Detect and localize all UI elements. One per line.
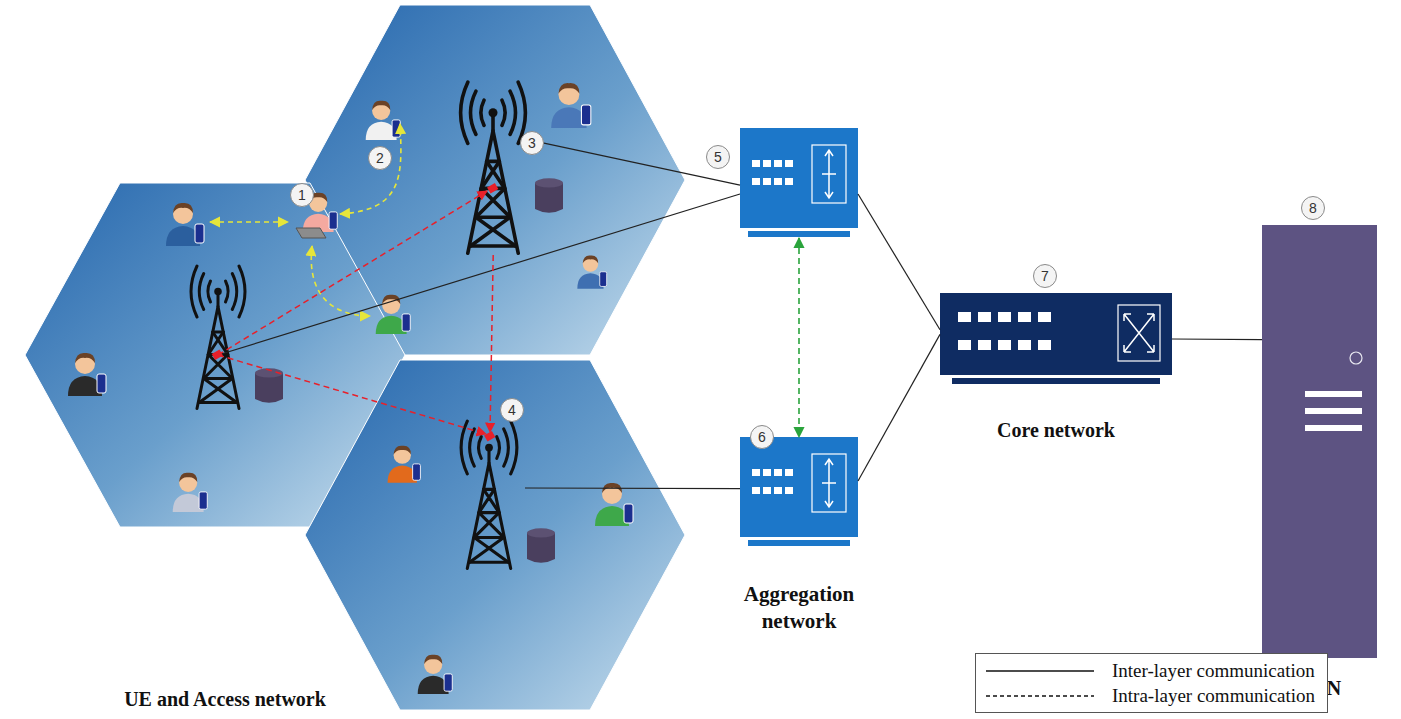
inter-layer-link bbox=[525, 487, 740, 489]
legend-text: Intra-layer communication bbox=[1112, 685, 1315, 707]
cell-hexagons bbox=[25, 5, 685, 710]
callout-number: 7 bbox=[1033, 264, 1057, 288]
legend-line-sample bbox=[984, 690, 1096, 702]
inter-layer-link bbox=[858, 334, 940, 481]
intra-layer-link bbox=[490, 255, 493, 432]
core-switch: 7Core network bbox=[940, 293, 1172, 385]
cdn-server bbox=[1262, 225, 1377, 658]
users bbox=[68, 83, 633, 694]
callout-number: 3 bbox=[520, 131, 544, 155]
callout-number: 1 bbox=[290, 183, 314, 207]
layer-caption: Aggregation network bbox=[724, 581, 874, 636]
callout-number: 4 bbox=[500, 398, 524, 422]
aggregation-switches bbox=[740, 128, 858, 546]
legend-row: Inter-layer communication bbox=[984, 658, 1315, 683]
callout-number: 5 bbox=[706, 145, 730, 169]
red-antenna-marks bbox=[212, 183, 499, 442]
layer-caption: Core network bbox=[940, 417, 1172, 443]
backhaul-line bbox=[218, 194, 740, 355]
callout-number: 8 bbox=[1301, 196, 1325, 220]
legend-text: Inter-layer communication bbox=[1112, 660, 1315, 682]
d2d-links bbox=[210, 124, 401, 316]
region-caption: UE and Access network bbox=[95, 686, 355, 712]
base-station: 3 bbox=[462, 70, 544, 255]
aggregation-switch: 5 bbox=[740, 128, 858, 238]
inter-bs-links bbox=[218, 191, 487, 434]
inter-layer-link bbox=[858, 194, 940, 330]
cdn-server: 8CDN bbox=[1262, 225, 1377, 658]
aggregation-switch: 6Aggregation network bbox=[740, 437, 858, 547]
base-stations bbox=[191, 82, 563, 568]
legend-line-sample bbox=[984, 665, 1096, 677]
inter-layer-link bbox=[1172, 338, 1262, 340]
legend-row: Intra-layer communication bbox=[984, 683, 1315, 708]
inter-layer-link bbox=[544, 143, 740, 185]
callout-number: 6 bbox=[750, 425, 774, 449]
callout-number: 2 bbox=[368, 146, 392, 170]
intra-layer-link bbox=[798, 238, 800, 437]
base-station: 4 bbox=[455, 432, 525, 572]
core-switch bbox=[940, 293, 1172, 384]
legend-box: Inter-layer communicationIntra-layer com… bbox=[975, 653, 1328, 713]
